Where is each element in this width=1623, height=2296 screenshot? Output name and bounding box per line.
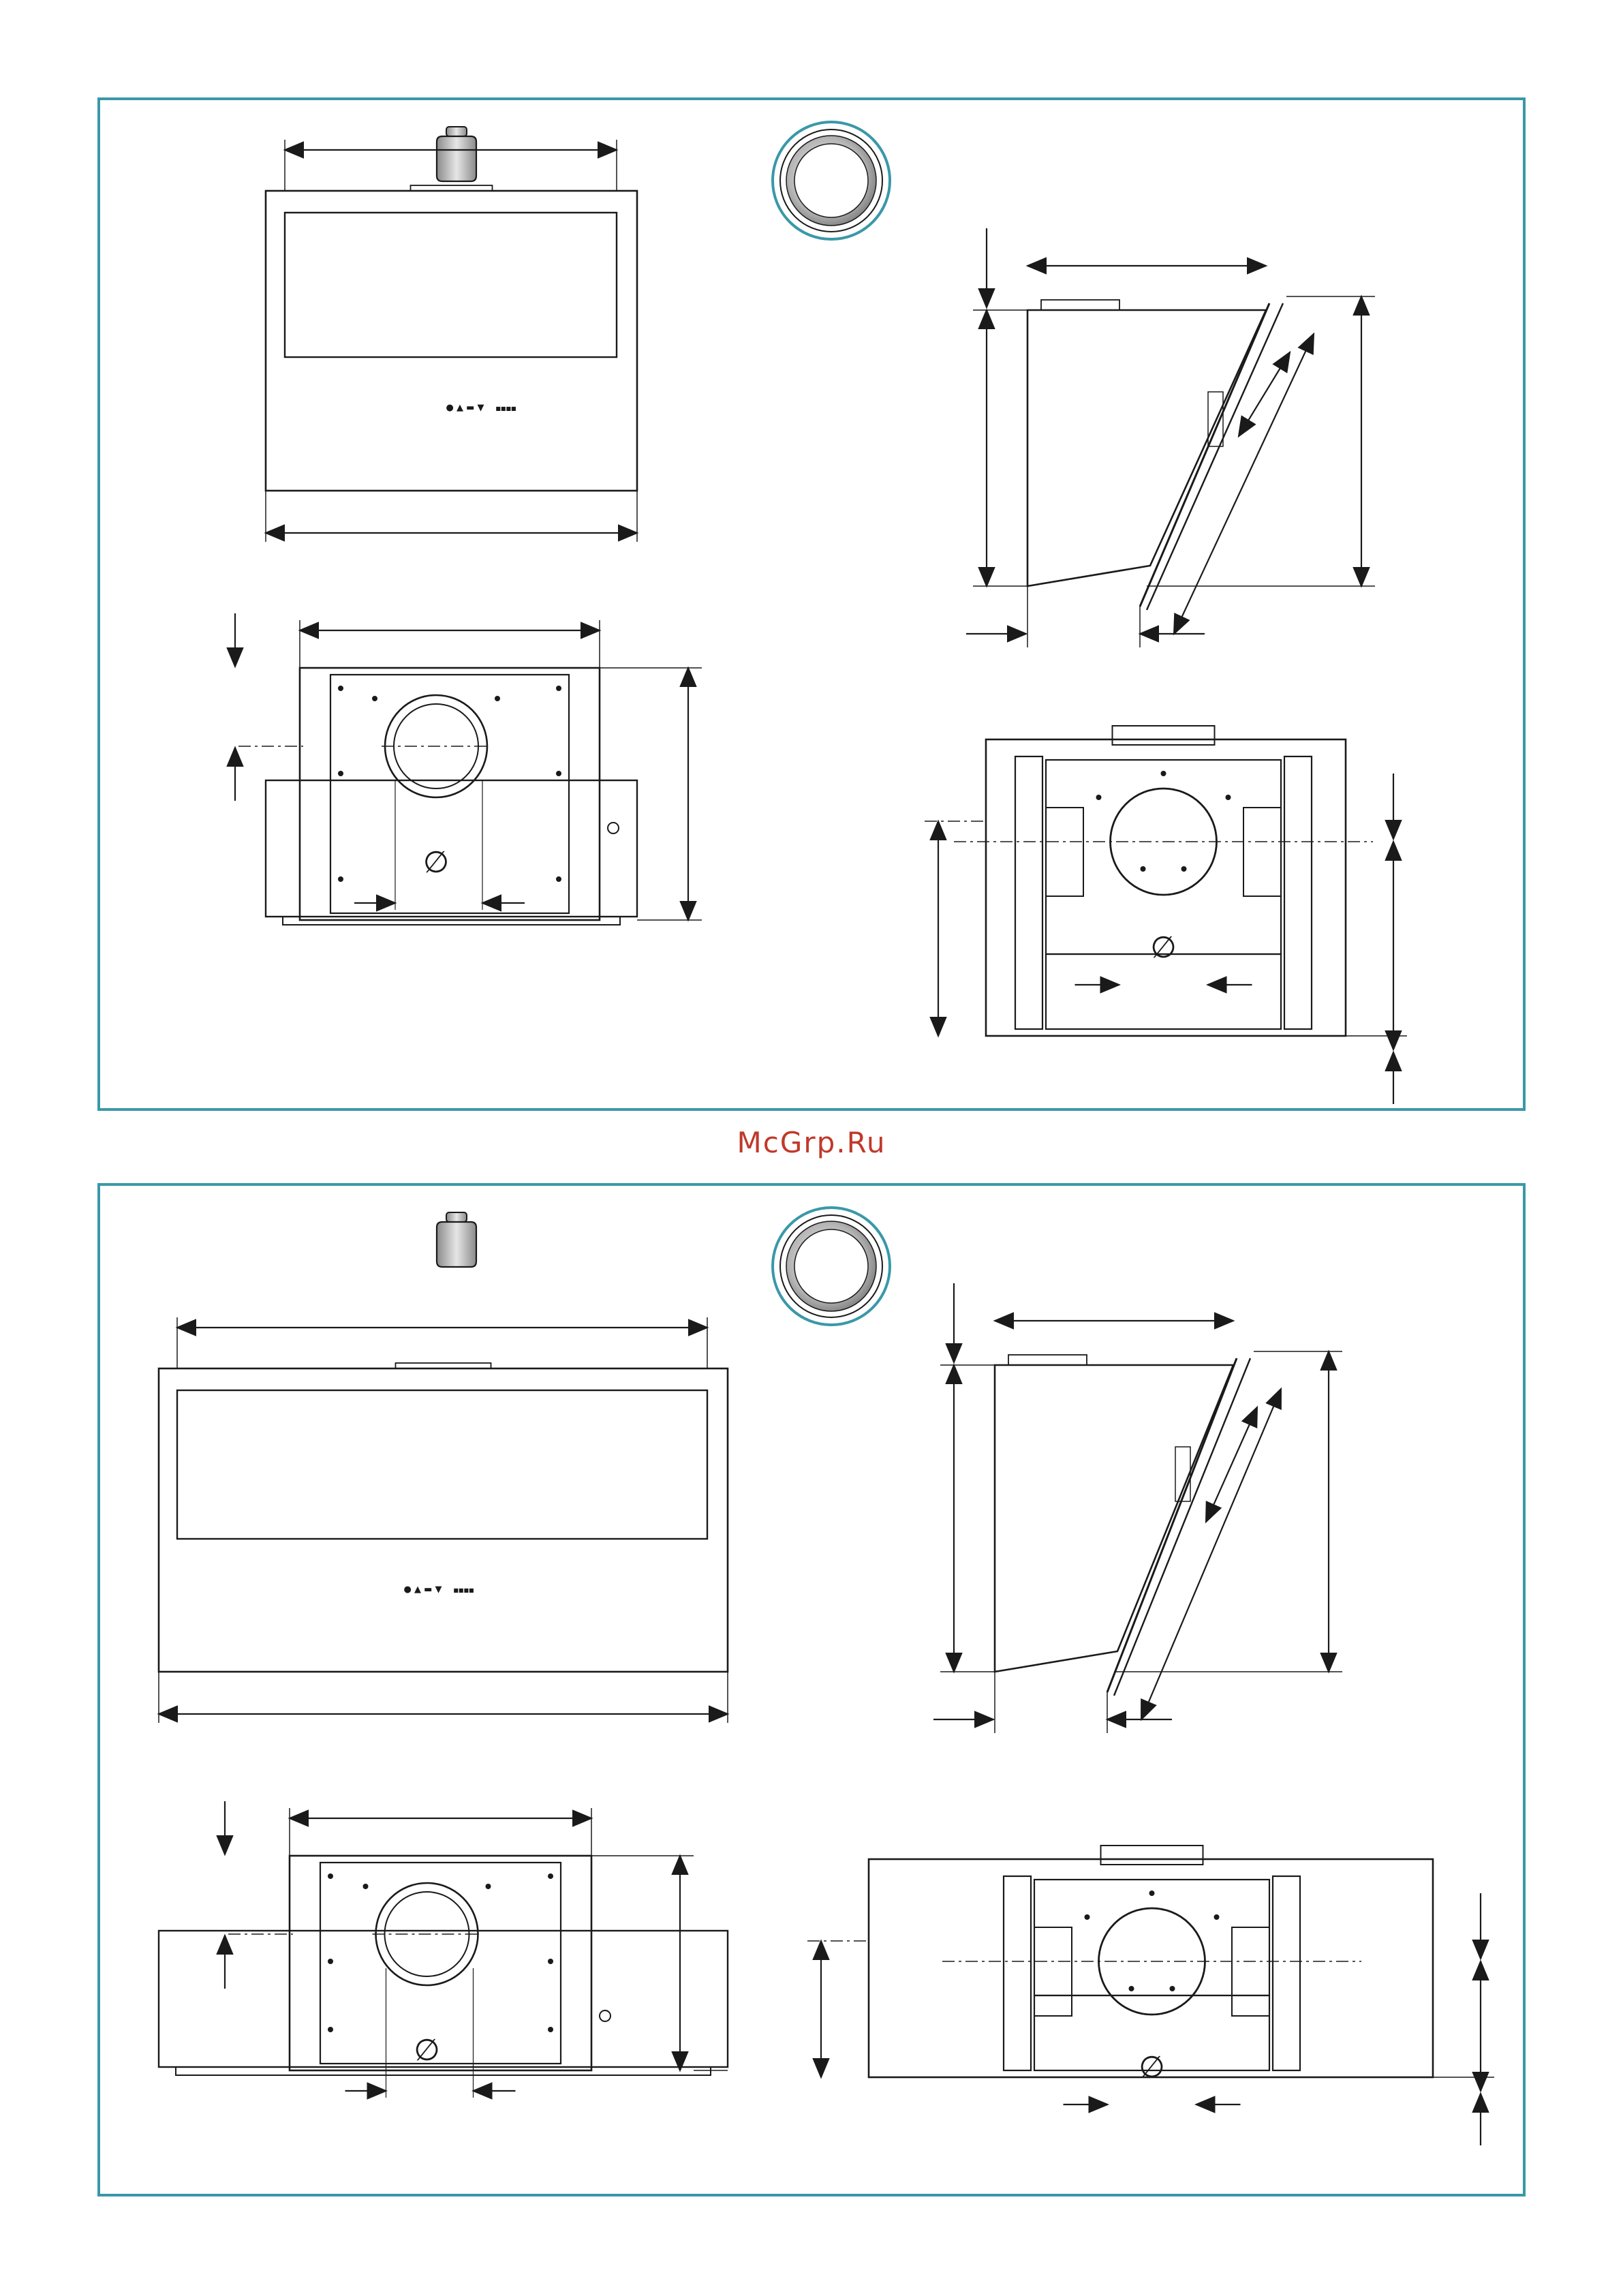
bracket-outer-body — [986, 739, 1346, 1036]
screw-hole — [1161, 771, 1166, 776]
screw-hole — [1141, 866, 1146, 872]
badge-center — [794, 144, 868, 217]
screw-hole — [338, 686, 343, 691]
screw-hole — [495, 696, 500, 701]
screw-hole — [548, 1959, 553, 1964]
glass-panel-window — [285, 213, 617, 357]
tilted-glass-front — [1140, 303, 1269, 607]
circle-badge-icon — [773, 122, 890, 239]
front-view: ● ▲ ▬ ▼ ■■■■ — [266, 140, 637, 542]
glass-hinge — [1175, 1447, 1190, 1501]
tilted-glass-front — [1107, 1358, 1237, 1692]
rear-chimney-frame — [290, 1856, 591, 2070]
bracket-left-clamp — [1046, 808, 1083, 896]
bracket-top-collar — [1113, 726, 1215, 745]
screw-hole — [338, 876, 343, 882]
watermark-text: McGrp.Ru — [0, 1126, 1623, 1174]
control-indicator-text: ● ▲ ▬ ▼ — [446, 403, 484, 413]
tilted-glass-front-outer — [1114, 1358, 1250, 1696]
side-top-collar — [1041, 300, 1119, 310]
weight-body — [437, 1222, 476, 1267]
rear-mount-hole — [608, 823, 619, 833]
screw-hole — [1096, 795, 1102, 800]
weight-handle — [446, 1212, 467, 1222]
screw-hole — [338, 771, 343, 776]
control-badge-text: ■■■■ — [495, 405, 516, 412]
tilted-glass-front-outer — [1147, 303, 1283, 610]
rear-inner-plate — [330, 675, 569, 913]
rear-lower-body — [159, 1931, 728, 2067]
panel-frame — [99, 1184, 1524, 2195]
diameter-symbol-icon: ∅ — [414, 2033, 439, 2068]
bracket-right-clamp — [1232, 1927, 1269, 2016]
screw-hole — [363, 1884, 369, 1889]
screw-hole — [372, 696, 377, 701]
rear-view: ∅ — [159, 1801, 728, 2098]
glass-panel-window — [177, 1390, 707, 1539]
screw-hole — [548, 1873, 553, 1879]
panel-2: ● ▲ ▬ ▼ ■■■■ ∅ ∅ — [99, 1184, 1524, 2195]
side-view — [966, 228, 1375, 647]
screw-hole — [1226, 795, 1231, 800]
diameter-symbol-icon: ∅ — [1150, 930, 1176, 965]
bracket-lower-box — [1046, 954, 1281, 1029]
screw-hole — [486, 1884, 491, 1889]
bracket-right-rail — [1273, 1876, 1300, 2070]
bracket-right-rail — [1284, 756, 1312, 1029]
screw-hole — [328, 1873, 333, 1879]
rear-lower-body — [266, 780, 637, 917]
rear-view: ∅ — [235, 613, 702, 925]
circle-badge-icon — [773, 1208, 890, 1325]
glass-length-dimension-arrow — [1141, 1389, 1281, 1719]
control-indicator-text: ● ▲ ▬ ▼ — [403, 1585, 442, 1595]
rear-mount-hole — [600, 2010, 610, 2021]
panel-frame — [99, 99, 1524, 1109]
bracket-view: ∅ — [925, 726, 1407, 1104]
bracket-left-clamp — [1034, 1927, 1072, 2016]
side-view — [933, 1283, 1342, 1733]
diameter-symbol-icon: ∅ — [1139, 2050, 1164, 2085]
weight-handle — [446, 127, 467, 136]
bracket-left-rail — [1015, 756, 1042, 1029]
front-view: ● ▲ ▬ ▼ ■■■■ — [159, 1317, 728, 1723]
weight-body — [437, 136, 476, 181]
screw-hole — [328, 2027, 333, 2032]
screw-hole — [1085, 1914, 1090, 1920]
weight-icon — [437, 1212, 476, 1267]
screw-hole — [328, 1959, 333, 1964]
bracket-inner-plate — [1034, 1880, 1269, 1995]
side-body-outline — [995, 1365, 1233, 1672]
side-top-collar — [1008, 1355, 1087, 1365]
hood-front-body — [159, 1368, 728, 1672]
weight-icon — [437, 127, 476, 181]
screw-hole — [556, 876, 561, 882]
rear-inner-plate — [320, 1863, 561, 2064]
screw-hole — [1170, 1986, 1175, 1991]
hood-front-body — [266, 191, 637, 491]
side-body-outline — [1027, 310, 1266, 586]
glass-inner-dimension-arrow — [1239, 352, 1290, 436]
diameter-symbol-icon: ∅ — [423, 845, 449, 880]
bracket-view: ∅ — [807, 1846, 1494, 2145]
screw-hole — [1181, 866, 1187, 872]
badge-center — [794, 1229, 868, 1303]
glass-length-dimension-arrow — [1174, 334, 1314, 634]
screw-hole — [548, 2027, 553, 2032]
screw-hole — [1214, 1914, 1220, 1920]
control-badge-text: ■■■■ — [453, 1587, 474, 1593]
screw-hole — [1129, 1986, 1134, 1991]
screw-hole — [1149, 1891, 1155, 1896]
bracket-left-rail — [1004, 1876, 1031, 2070]
bracket-top-collar — [1101, 1846, 1203, 1865]
panel-1: ● ▲ ▬ ▼ ■■■■ ∅ ∅ — [99, 99, 1524, 1109]
screw-hole — [556, 771, 561, 776]
screw-hole — [556, 686, 561, 691]
bracket-right-clamp — [1243, 808, 1281, 896]
